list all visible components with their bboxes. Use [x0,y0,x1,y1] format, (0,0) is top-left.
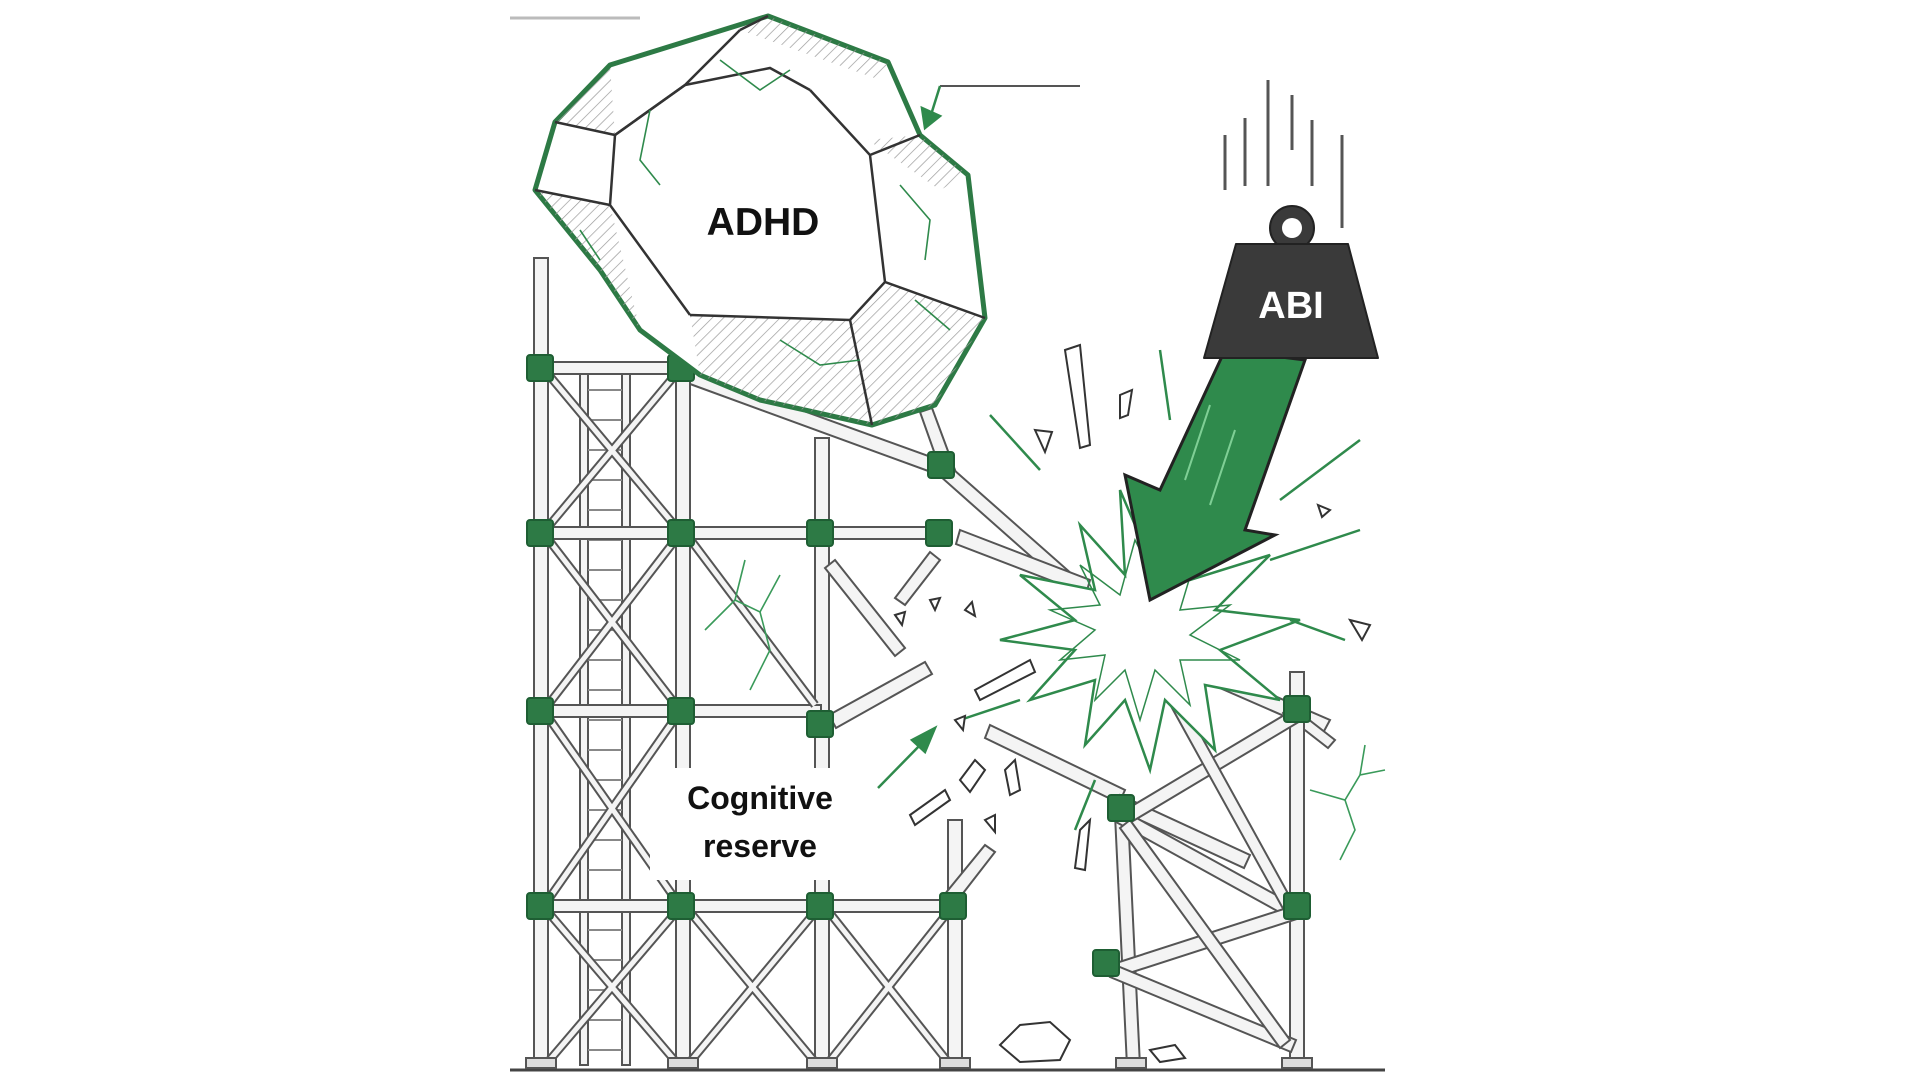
scaffold-joint [668,520,694,546]
scaffold-joint [527,355,553,381]
scaffold-joint [668,893,694,919]
weight-icon: ABI [1204,80,1378,358]
scaffold-joint [527,520,553,546]
scaffold-joint [928,452,954,478]
scaffold-joint [668,698,694,724]
scaffold-joint [940,893,966,919]
scaffold-joint [1108,795,1134,821]
scaffold-joint [1093,950,1119,976]
scaffold-joint [807,520,833,546]
scaffold-joint [807,711,833,737]
scaffold-joint [807,893,833,919]
weight-label: ABI [1258,285,1323,327]
scaffold-post [948,820,962,1066]
scaffold-ledger [541,527,951,539]
scaffold-label: Cognitive reserve [650,768,870,880]
impact-arrow-icon [1125,350,1305,600]
boulder-label: ADHD [707,201,820,244]
scaffold-joint [527,893,553,919]
scaffold-ledger [541,362,683,374]
scaffold-joint [1284,893,1310,919]
scaffold-ledger [541,900,956,912]
scaffold-joint [527,698,553,724]
scaffold-joint [926,520,952,546]
scaffold-joint [1284,696,1310,722]
